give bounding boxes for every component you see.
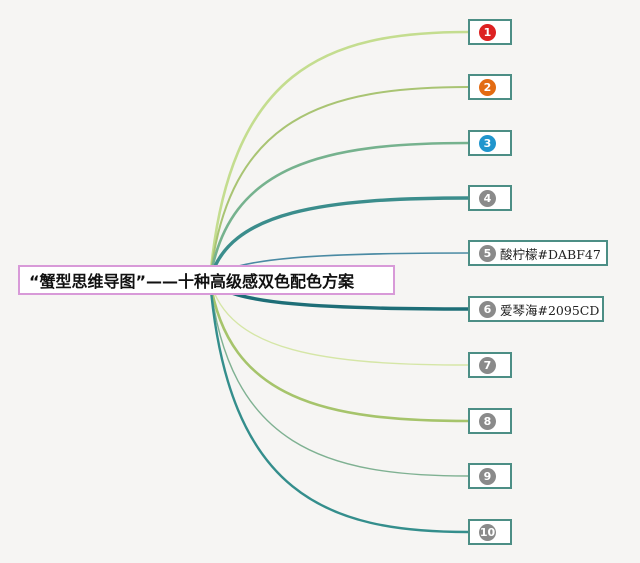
number-badge: 3 [479,134,496,152]
topic-node-10[interactable]: 10 [468,519,512,545]
topic-node-2[interactable]: 2 [468,74,512,100]
topic-label: 爱琴海#2095CD [500,302,600,318]
root-topic-node[interactable]: “蟹型思维导图”——十种高级感双色配色方案 [18,265,395,295]
branch-line-4 [208,196,470,282]
topic-node-3[interactable]: 3 [468,130,512,156]
branch-line-10 [208,278,470,534]
number-badge: 7 [479,356,496,374]
number-badge: 10 [479,523,496,541]
number-badge: 5 [479,244,496,262]
branch-line-9 [209,279,469,477]
root-topic-label: “蟹型思维导图”——十种高级感双色配色方案 [29,272,355,291]
branch-line-8 [208,278,470,423]
topic-node-8[interactable]: 8 [468,408,512,434]
number-badge: 2 [479,78,496,96]
topic-label: 酸柠檬#DABF47 [500,246,601,262]
branch-line-2 [209,86,469,281]
topic-node-7[interactable]: 7 [468,352,512,378]
number-badge: 1 [479,23,496,41]
branch-line-7 [209,279,469,366]
number-badge: 9 [479,467,496,485]
topic-node-9[interactable]: 9 [468,463,512,489]
branch-line-1 [208,30,470,282]
branch-line-3 [208,141,470,282]
number-badge: 6 [479,300,496,318]
number-badge: 8 [479,412,496,430]
number-badge: 4 [479,189,496,207]
topic-node-1[interactable]: 1 [468,19,512,45]
topic-node-4[interactable]: 4 [468,185,512,211]
